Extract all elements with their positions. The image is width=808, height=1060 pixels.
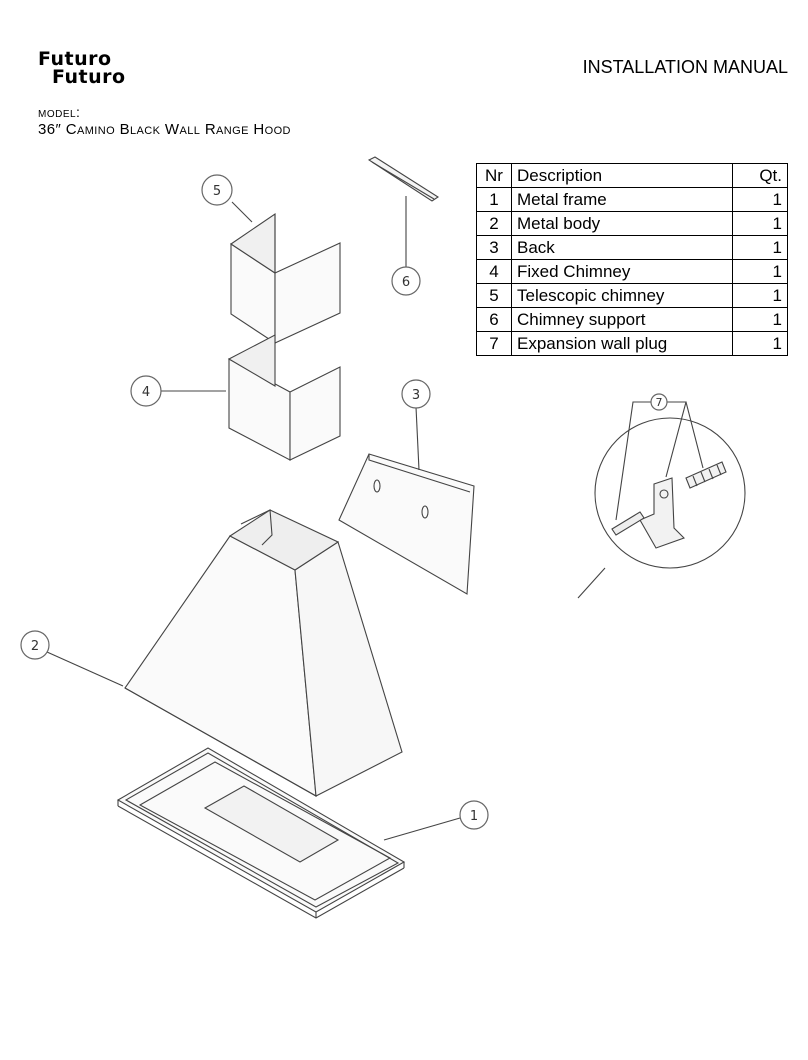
- callout-6-circle: [391, 266, 421, 296]
- table-row: 3 Back 1: [476, 235, 788, 260]
- row-nr: 6: [476, 307, 512, 332]
- chimney-support-part: [367, 156, 440, 202]
- callout-2-circle: [20, 630, 50, 660]
- brand-logo-line1: Futuro: [38, 48, 112, 70]
- callout-1-circle: [459, 800, 489, 830]
- brand-logo-line2: Futuro: [52, 66, 126, 88]
- callout-4-circle: [130, 375, 162, 407]
- callout-4-label: 4: [142, 385, 150, 400]
- parts-table-header: Nr Description Qt.: [476, 163, 788, 188]
- wall-plug-detail: [577, 401, 746, 599]
- metal-frame-part: [116, 747, 406, 919]
- callout-6-label: 6: [402, 275, 410, 290]
- row-nr: 1: [476, 187, 512, 212]
- row-nr: 7: [476, 331, 512, 356]
- metal-body-part: [124, 509, 403, 797]
- table-row: 7 Expansion wall plug 1: [476, 331, 788, 356]
- callout-3-label: 3: [412, 388, 420, 403]
- callout-2-label: 2: [31, 639, 39, 654]
- header-qt: Qt.: [732, 163, 788, 188]
- row-qt: 1: [732, 211, 788, 236]
- model-label: model:: [38, 104, 81, 120]
- row-nr: 2: [476, 211, 512, 236]
- table-row: 2 Metal body 1: [476, 211, 788, 236]
- back-panel-part: [338, 453, 475, 595]
- callout-7-circle: [650, 393, 668, 411]
- row-description: Expansion wall plug: [511, 331, 733, 356]
- header-description: Description: [511, 163, 733, 188]
- brand-logo: Futuro Futuro: [38, 48, 126, 88]
- table-row: 5 Telescopic chimney 1: [476, 283, 788, 308]
- row-description: Metal frame: [511, 187, 733, 212]
- callout-5-label: 5: [213, 184, 221, 199]
- model-name: 36″ Camino Black Wall Range Hood: [38, 121, 291, 138]
- callout-1-label: 1: [470, 809, 478, 824]
- row-description: Back: [511, 235, 733, 260]
- fixed-chimney-part: [227, 334, 341, 461]
- header-nr: Nr: [476, 163, 512, 188]
- row-description: Telescopic chimney: [511, 283, 733, 308]
- leader-lines: [46, 196, 461, 841]
- callout-7-label: 7: [656, 396, 663, 409]
- row-description: Fixed Chimney: [511, 259, 733, 284]
- parts-table: Nr Description Qt. 1 Metal frame 1 2 Met…: [476, 163, 788, 356]
- row-qt: 1: [732, 331, 788, 356]
- table-row: 4 Fixed Chimney 1: [476, 259, 788, 284]
- row-nr: 3: [476, 235, 512, 260]
- callout-5-circle: [201, 174, 233, 206]
- document-title: INSTALLATION MANUAL: [582, 57, 788, 77]
- callout-3-circle: [401, 379, 431, 409]
- telescopic-chimney-part: [230, 212, 341, 345]
- row-qt: 1: [732, 235, 788, 260]
